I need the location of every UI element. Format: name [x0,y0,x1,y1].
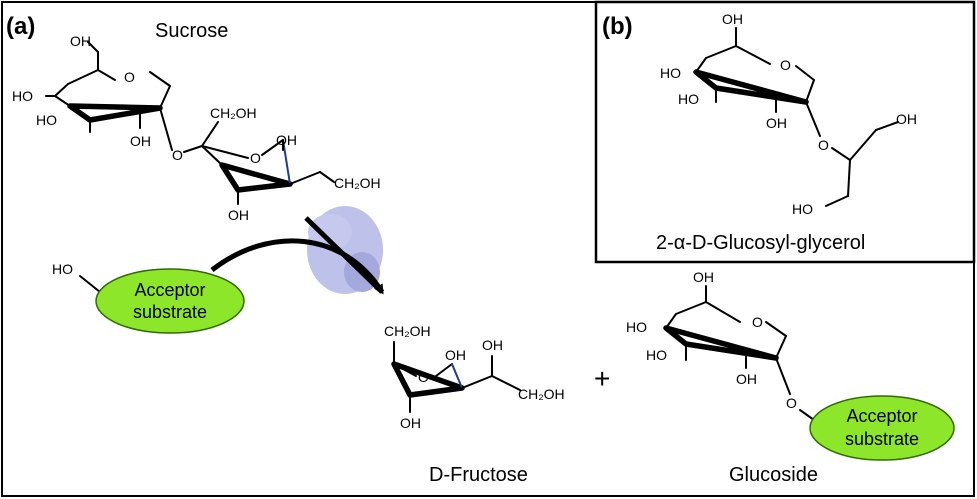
gg-ho-2: HO [678,91,699,107]
sucrose-ch2oh-right: CH₂OH [334,175,381,191]
fructose-ch2oh-top: CH₂OH [384,323,431,339]
sucrose-ring-o: O [124,69,135,85]
panel-a-label: (a) [6,13,35,40]
glucosylglycerol-molecule: OH HO HO OH O O OH HO 2-α-D-Glucosyl-gly… [656,11,917,254]
glucoside-acceptor-line1: Acceptor [846,406,917,426]
sucrose-title: Sucrose [155,20,228,42]
glucoside-label: Glucoside [729,464,818,486]
fructose-molecule: CH₂OH OH OH O CH₂OH OH D-Fructose [384,323,565,486]
gg-ho-1: HO [660,65,681,81]
acceptor-left-line2: substrate [133,302,207,322]
glucoside-ho-2: HO [646,347,667,363]
sucrose-ch2oh-top: CH₂OH [210,105,257,121]
gg-oh-right: OH [896,111,917,127]
fructose-ring-o: O [418,369,429,385]
acceptor-left-ho: HO [52,261,73,277]
glucoside-acceptor-line2: substrate [845,429,919,449]
glucoside-link-o: O [786,395,797,411]
sucrose-oh-top: OH [70,33,91,49]
fructose-oh-1: OH [445,347,466,363]
gg-ho-bottom: HO [792,201,813,217]
sucrose-oh-bottom: OH [130,133,151,149]
glucoside-ho-1: HO [626,319,647,335]
plus-sign: + [594,363,610,394]
sucrose-ho-mid: HO [36,112,57,128]
sucrose-ho-left: HO [12,88,33,104]
glucosylglycerol-label: 2-α-D-Glucosyl-glycerol [656,232,865,254]
gg-oh-bottom: OH [766,115,787,131]
glucoside-acceptor-ellipse [809,395,955,461]
glucoside-oh-bottom: OH [736,371,757,387]
fructose-ch2oh-right: CH₂OH [518,386,565,402]
reaction-arrow-straight [304,216,384,294]
sucrose-link-o: O [172,147,183,163]
panel-b-frame [594,0,976,264]
sucrose-fructose-oh-bottom: OH [228,207,249,223]
acceptor-left-ellipse [95,268,245,334]
gg-ring-front [693,69,809,105]
fructose-label: D-Fructose [429,464,528,486]
acceptor-left: HO Acceptor substrate [52,261,245,334]
glucoside-molecule: OH HO HO OH O O Acceptor substrate Gluco… [626,269,955,486]
glucoside-ring-o: O [752,314,763,330]
sucrose-glucose-ring-front [67,103,163,123]
sucrose-fructose-ring-front [219,162,293,193]
sucrose-molecule: Sucrose OH HO HO OH O O CH₂OH OH O CH₂OH [12,20,381,223]
reaction-arrow-curved [210,238,385,295]
glucoside-ring-front [663,325,779,361]
gg-oh-top: OH [722,11,743,27]
panel-b-label: (b) [602,13,633,40]
fructose-ring-front [391,361,465,398]
gg-link-o: O [818,137,829,153]
sucrose-fructose-o: O [250,150,261,166]
sucrose-fructose-oh: OH [276,132,297,148]
fructose-oh-bottom: OH [400,415,421,431]
glucoside-oh-top: OH [693,269,714,285]
fructose-oh-2: OH [482,337,503,353]
acceptor-left-line1: Acceptor [134,280,205,300]
gg-ring-o: O [780,57,791,73]
